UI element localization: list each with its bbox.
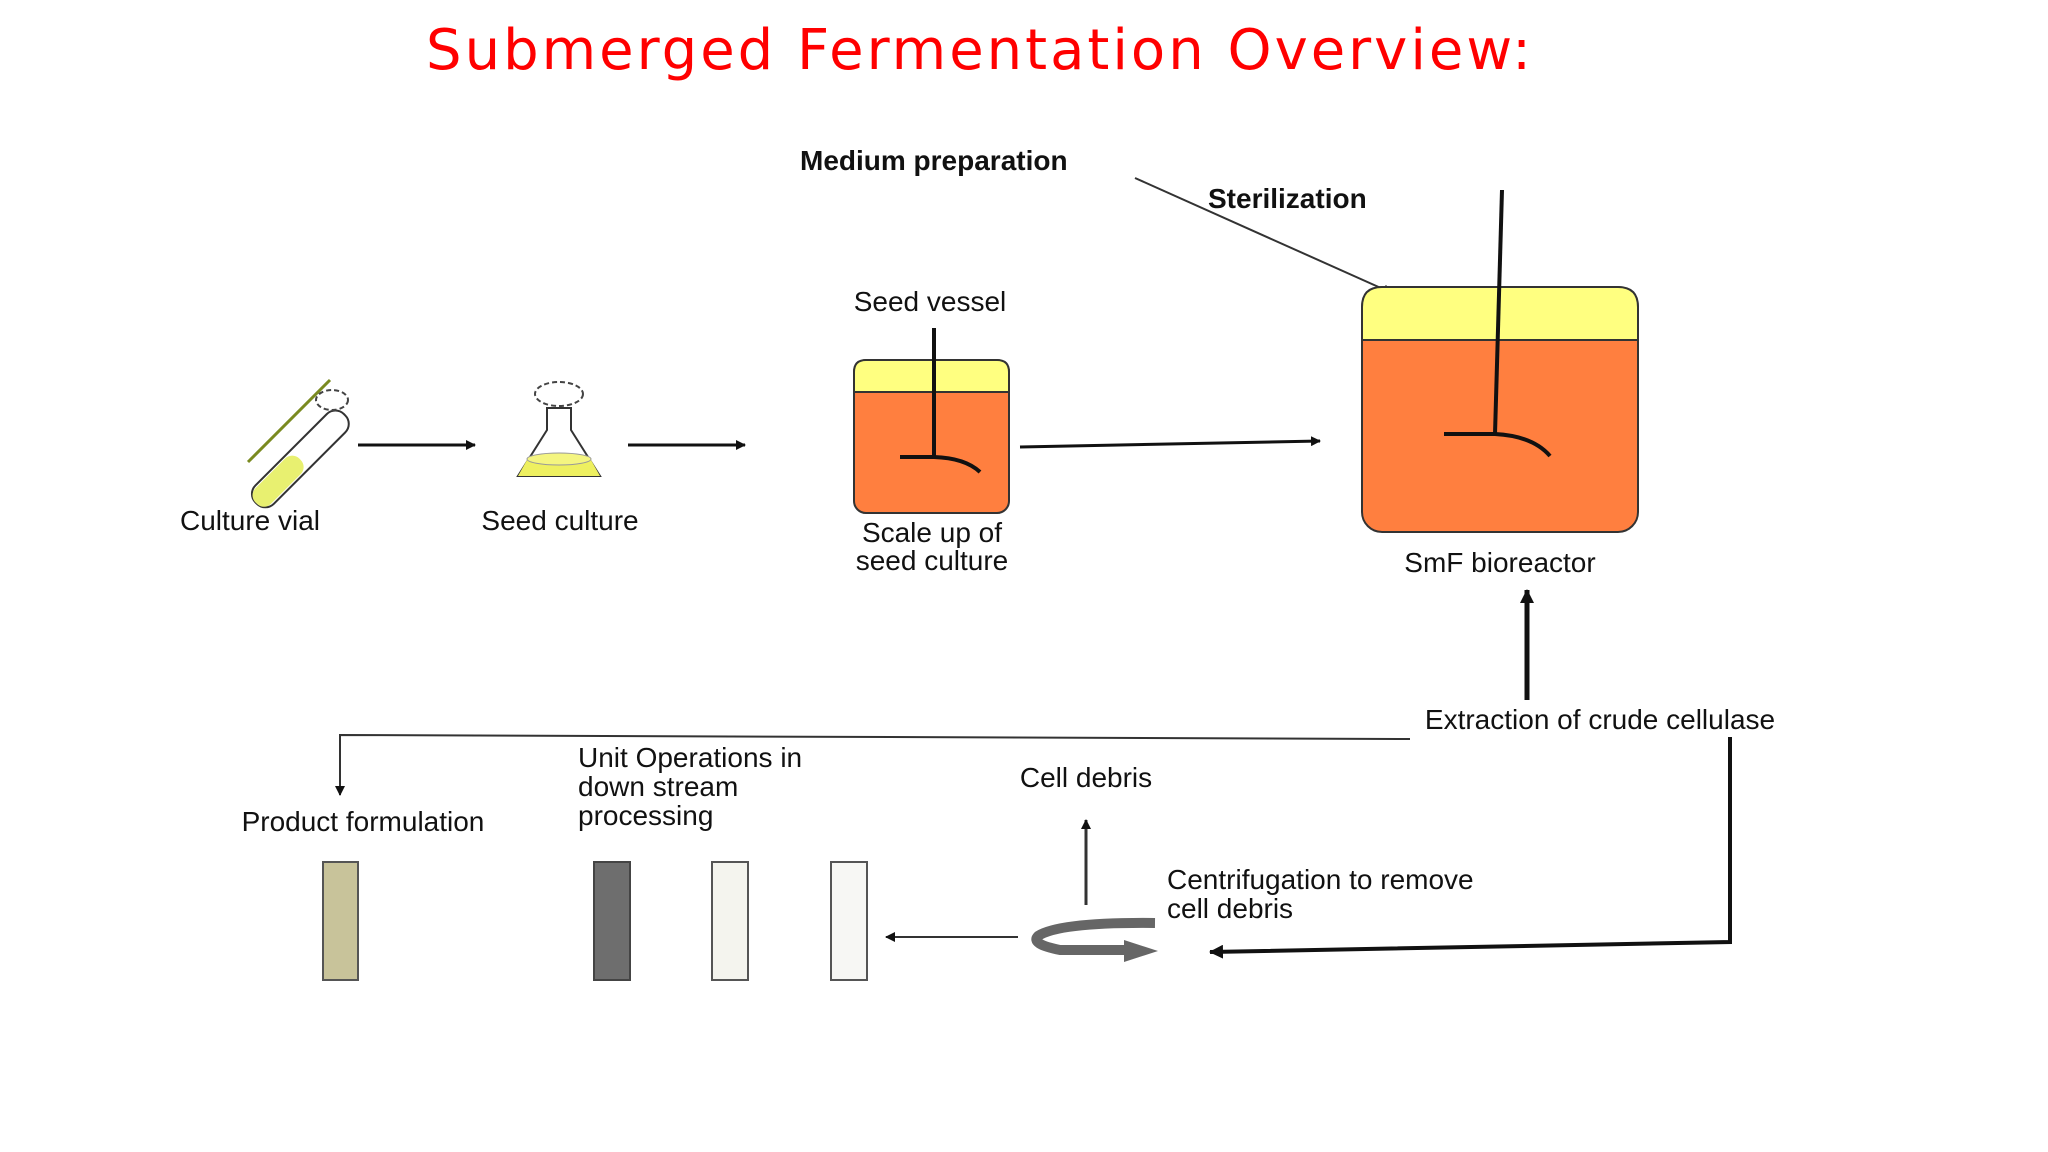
culture-vial-label: Culture vial [180, 505, 320, 536]
scale-up-label-line2: seed culture [856, 545, 1009, 576]
seed-vessel [853, 328, 1010, 514]
bioreactor-impeller-shaft [1493, 189, 1504, 435]
rotation-arrow-icon [1031, 917, 1158, 962]
arrow-extraction-to-centrifuge [1209, 737, 1732, 959]
product-column [322, 861, 359, 981]
centrifugation-label-line2: cell debris [1167, 893, 1293, 924]
page-title: Submerged Fermentation Overview: [426, 18, 1534, 83]
seed-vessel-label: Seed vessel [854, 286, 1007, 317]
unit-ops-label-line3: processing [578, 800, 713, 831]
smf-bioreactor [1361, 189, 1639, 533]
extraction-label: Extraction of crude cellulase [1425, 704, 1775, 735]
arrow-vessel-to-bioreactor [1019, 436, 1321, 449]
erlenmeyer-flask-icon [516, 381, 602, 477]
cell-debris-label: Cell debris [1020, 762, 1152, 793]
scale-up-label-line1: Scale up of [862, 517, 1002, 548]
seed-vessel-impeller-blade [900, 455, 982, 474]
centrifugation-label-line1: Centrifugation to remove [1167, 864, 1474, 895]
arrow-medium-to-bioreactor [1134, 177, 1393, 294]
column-light-2 [830, 861, 868, 981]
unit-ops-label-line1: Unit Operations in [578, 742, 802, 773]
smf-bioreactor-label: SmF bioreactor [1404, 547, 1595, 578]
bioreactor-impeller-blade [1444, 432, 1552, 458]
seed-culture-label: Seed culture [481, 505, 638, 536]
sterilization-label: Sterilization [1208, 183, 1367, 214]
product-formulation-label: Product formulation [242, 806, 485, 837]
column-light-1 [711, 861, 749, 981]
arrow-extraction-to-product [335, 733, 1411, 796]
column-dark [593, 861, 631, 981]
test-tube-icon [246, 378, 350, 509]
unit-ops-label-line2: down stream [578, 771, 738, 802]
medium-preparation-label: Medium preparation [800, 145, 1068, 176]
